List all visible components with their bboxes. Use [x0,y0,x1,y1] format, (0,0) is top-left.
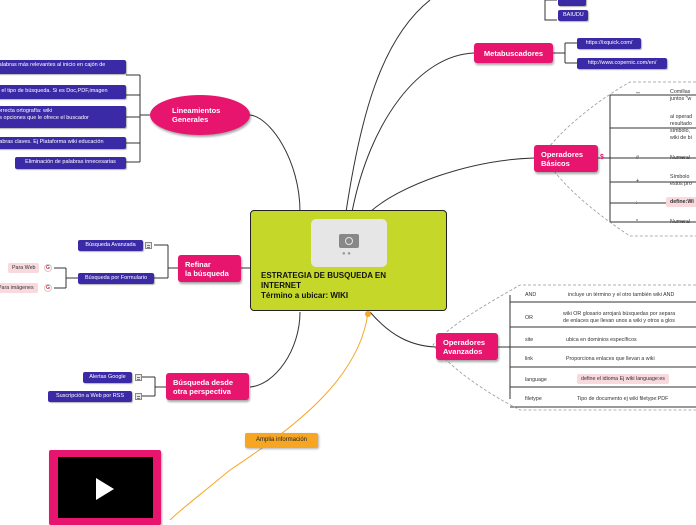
lineamiento-item-2[interactable]: er el tipo de búsqueda. Si es Doc,PDF,im… [0,85,126,99]
busqueda-perspectiva-node[interactable]: Búsqueda desde otra perspectiva [166,373,249,400]
lineamiento-item-4[interactable]: alabras claves. Ej Plataforma wiki educa… [0,137,126,149]
operador-basico-desc-4: Símbolo estos pro [670,174,692,187]
operador-avanzado-op-5: language [525,377,547,383]
wire-to-operadores-basicos [369,157,535,213]
wire-meta-bracket [553,42,577,64]
central-topic[interactable]: ● ● ESTRATEGIA DE BUSQUEDA EN INTERNET T… [250,210,447,311]
operador-basico-op-4: + [636,178,640,184]
refinar-busqueda-formulario[interactable]: Búsqueda por Formulario [78,273,154,284]
metabuscador-baiudu[interactable]: BAIUDU [558,10,588,21]
ampliar-informacion-node[interactable]: Amplia información [245,433,318,448]
wire-top-bracket [544,0,557,21]
refinar-busqueda-avanzada[interactable]: Búsqueda Avanzada [78,240,143,251]
operador-avanzado-desc-4: Proporciona enlaces que llevan a wiki [566,356,655,362]
note-icon[interactable] [135,393,142,400]
wire-to-operadores-avanzados [369,311,437,348]
wire-busqueda-bracket [142,376,166,397]
wire-lineamientos-bracket [126,74,150,163]
operador-basico-desc-2: al operad resultado símbolo, wiki de bi [670,114,693,141]
wire-to-busqueda [249,311,301,388]
operador-basico-op-2: - [636,125,638,131]
operador-basico-desc-5: define:Wi [666,197,696,207]
operador-basico-op-1: "" [636,92,640,98]
busqueda-suscripcion-rss[interactable]: Suscripción a Web por RSS [48,391,132,402]
operador-basico-desc-6: Numeral [670,219,691,225]
refinar-node[interactable]: Refinar la búsqueda [178,255,241,282]
operador-avanzado-op-1: AND [525,292,537,298]
refinar-para-imagenes[interactable]: Para imágenes [0,283,38,293]
operador-avanzado-desc-6: Tipo de documento ej wiki filetype:PDF [577,396,669,402]
operador-avanzado-op-2: OR [525,315,533,321]
wire-basicos-rows [598,94,696,223]
operador-avanzado-op-4: link [525,356,533,362]
google-icon[interactable]: G [44,284,52,292]
dashed-boundary-avanzados [432,284,696,411]
operador-basico-op-5: : [636,200,638,206]
wire-refinar-bracket [154,244,178,279]
dollar-icon: $ [600,154,604,161]
wire-avanzados-rows [498,295,696,408]
operador-avanzado-desc-2: wiki OR glosario arrojará búsquedas por … [563,311,676,324]
note-icon[interactable] [145,242,152,249]
lineamientos-node[interactable]: Lineamientos Generales [150,95,250,135]
operador-avanzado-desc-5: define el idioma Ej wiki language:es [577,374,669,384]
wire-refinar-sub [54,267,78,289]
operador-avanzado-op-6: filetype [525,396,542,402]
operador-basico-op-6: * [636,219,639,225]
orange-link-handle [365,311,371,317]
operador-avanzado-desc-3: ubica en dominios específicos [566,337,637,343]
wire-to-metabuscadores [351,52,475,213]
note-icon[interactable] [135,374,142,381]
operadores-basicos-node[interactable]: Operadores Básicos [534,145,598,172]
refinar-para-web[interactable]: Para Web [8,263,40,273]
busqueda-alertas-google[interactable]: Alertas Google [83,372,132,383]
metabuscador-copernic[interactable]: http://www.copernic.com/en/ [577,58,667,69]
google-icon[interactable]: G [44,264,52,272]
operador-avanzado-op-3: site [525,337,534,343]
metabuscador-ixquick[interactable]: https://ixquick.com/ [577,38,641,49]
operador-basico-desc-1: Comillas juntos "w [670,89,692,102]
operador-basico-desc-3: Numeral [670,155,691,161]
operador-basico-op-3: # [636,155,639,161]
top-cropped-item[interactable] [558,0,586,6]
video-player[interactable] [58,457,153,518]
lineamiento-item-5[interactable]: Eliminación de palabras innecesarias [15,157,126,169]
video-frame[interactable] [49,450,161,525]
lineamiento-item-3[interactable]: correcta ortografía: wiki las opciones q… [0,106,126,128]
image-placeholder[interactable]: ● ● [311,219,387,267]
wire-to-top [345,0,431,213]
operadores-avanzados-node[interactable]: Operadores Avanzados [436,333,498,360]
orange-link [169,311,369,520]
video-play-icon[interactable] [96,478,114,500]
camera-icon [339,234,359,248]
lineamiento-item-1[interactable]: Palabras más relevantes al inicio en caj… [0,60,126,74]
wire-to-lineamientos [249,114,301,213]
operador-avanzado-desc-1: incluye un término y el otro también wik… [568,292,675,298]
metabuscadores-node[interactable]: Metabuscadores [474,43,553,63]
central-title: ESTRATEGIA DE BUSQUEDA EN INTERNET Térmi… [261,271,387,300]
